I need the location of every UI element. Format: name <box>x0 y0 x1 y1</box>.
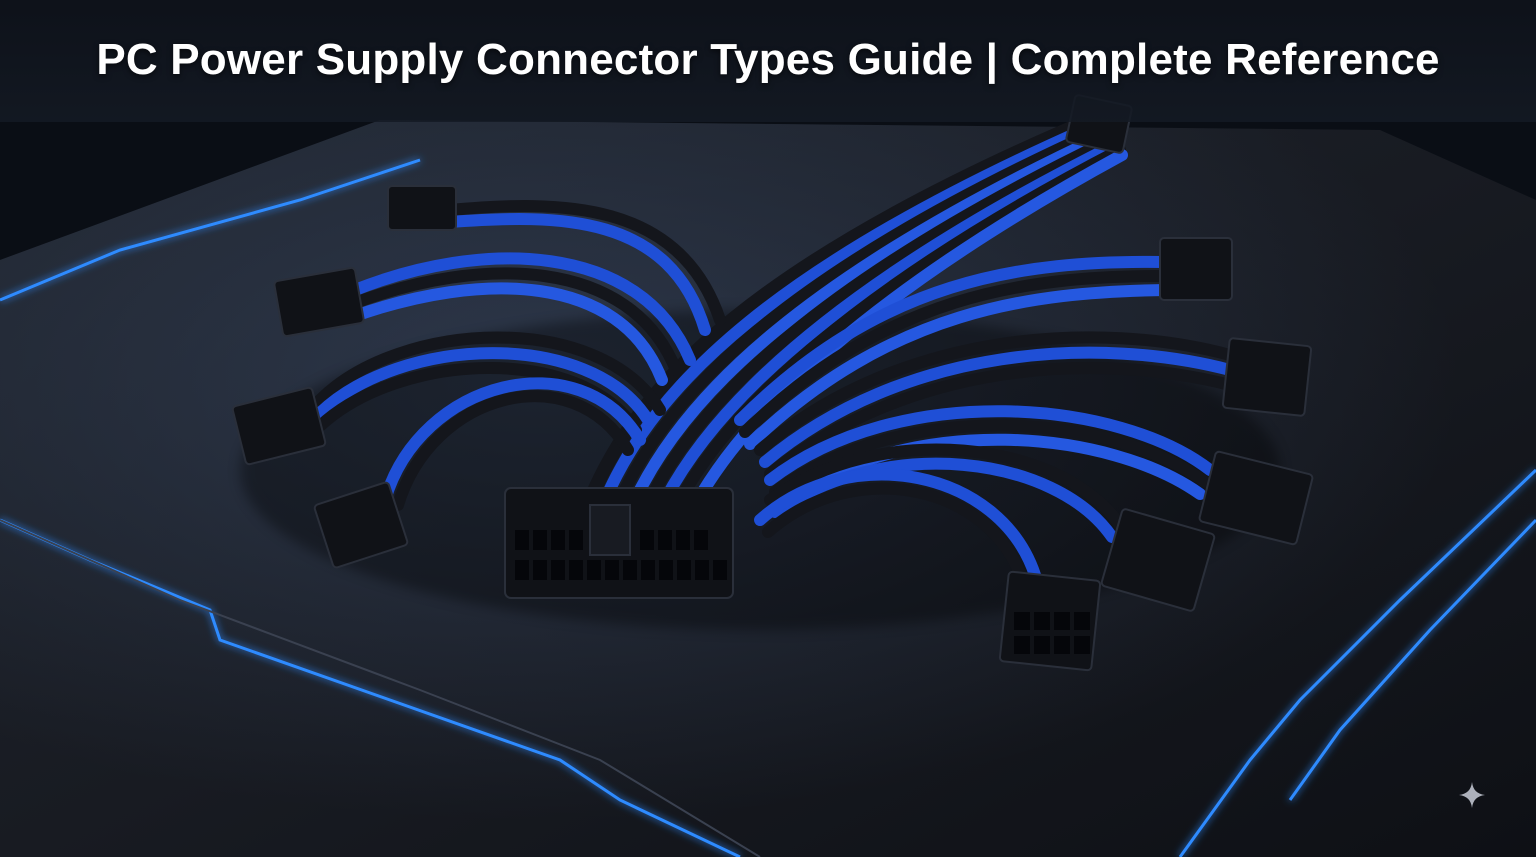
page-title: PC Power Supply Connector Types Guide | … <box>96 35 1440 84</box>
connector-right-2 <box>1221 337 1313 417</box>
connector-left-4 <box>313 481 409 569</box>
connector-right-4 <box>1100 508 1216 612</box>
connector-left-2 <box>273 266 365 338</box>
connector-24pin <box>504 487 734 599</box>
connector-right-3 <box>1198 450 1314 546</box>
connector-right-1 <box>1159 237 1233 301</box>
neon-trace-right <box>1178 468 1536 857</box>
sparkle-icon <box>1459 782 1485 808</box>
connector-left-3 <box>231 386 327 466</box>
connector-left-1 <box>387 185 457 231</box>
cable-bundle <box>314 113 1236 591</box>
title-banner: PC Power Supply Connector Types Guide | … <box>0 0 1536 122</box>
